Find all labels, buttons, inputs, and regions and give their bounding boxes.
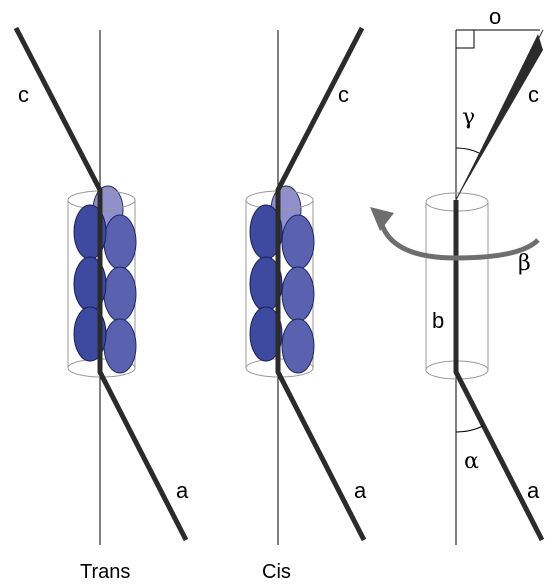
geometry-label-alpha: α [464,449,479,474]
right-angle-marker [456,30,475,49]
gamma-arc [455,147,480,154]
cis-caption: Cis [262,561,291,581]
geometry-label-o: o [489,4,501,29]
alpha-arc [455,425,484,433]
cis-label-a: a [354,478,367,503]
cis-panel: c a Cis [245,26,367,583]
cis-rod [275,26,367,542]
trans-subunit-right-2 [103,266,137,322]
geometry-cylinder [425,192,489,380]
trans-panel: c a Trans [13,26,189,583]
trans-label-a: a [176,478,189,503]
c-wedge-thin-edge [455,29,544,201]
geometry-label-c: c [528,82,539,107]
cis-subunit-right-2 [281,266,315,322]
trans-caption: Trans [80,561,130,581]
trans-subunit-right-1 [103,214,137,270]
rotation-arrowhead [370,207,394,231]
rotation-arrow-beta [379,224,540,261]
cis-subunit-right-3 [281,318,315,374]
trans-label-c: c [18,82,29,107]
trans-subunit-right-3 [103,318,137,374]
trans-rod [13,26,189,542]
cis-label-c: c [338,82,349,107]
cis-subunit-left-3 [249,306,283,362]
geometry-label-b: b [432,308,444,333]
cis-subunit-right-1 [281,214,315,270]
geometry-panel: o c γ β b α a [370,4,545,545]
geometry-label-a: a [527,478,540,503]
geometry-label-gamma: γ [462,105,475,130]
geometry-label-beta: β [518,251,531,276]
